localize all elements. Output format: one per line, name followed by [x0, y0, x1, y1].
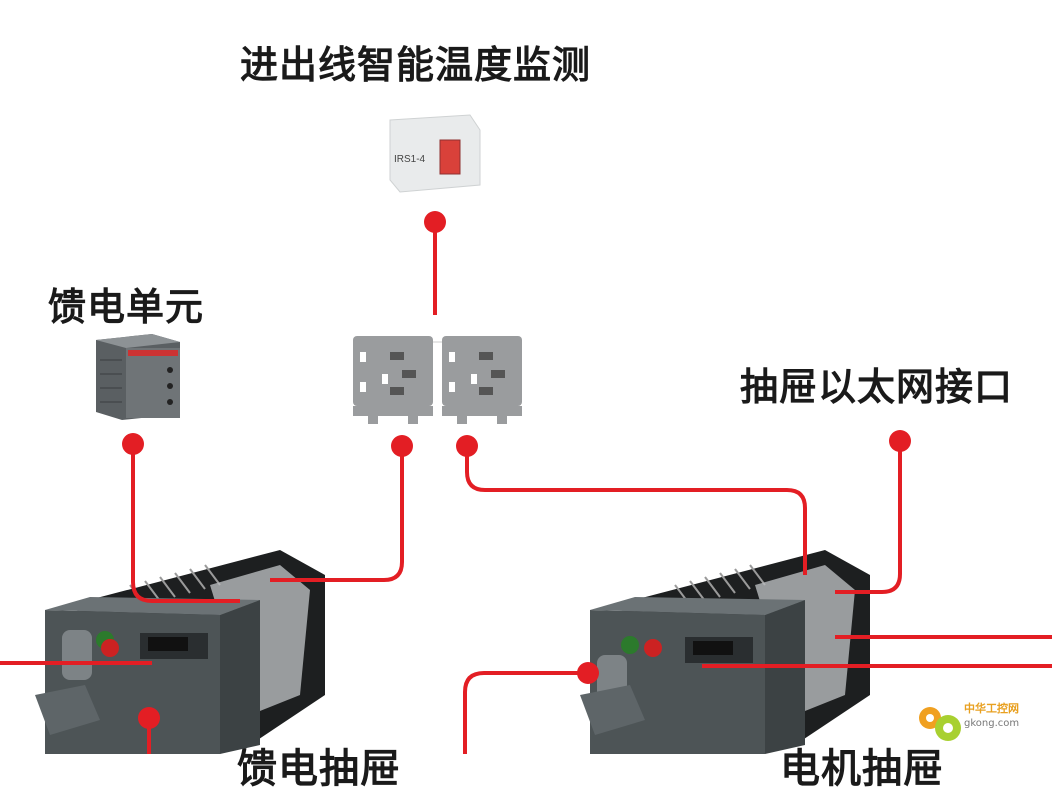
watermark: 中华工控网 gkong.com: [912, 696, 1042, 748]
watermark-cn: 中华工控网: [964, 702, 1019, 715]
motor-drawer-image: [580, 550, 870, 754]
module-right: [442, 336, 522, 424]
feeder-unit-image: [96, 334, 180, 420]
temperature-sensor-image: IRS1-4: [389, 114, 481, 193]
dot-feeder-drawer: [138, 707, 160, 729]
connection-lines: [0, 211, 1052, 754]
dot-ethernet: [889, 430, 911, 452]
sensor-model-text: IRS1-4: [394, 154, 426, 165]
line-feeder-unit: [131, 444, 240, 603]
line-module-left: [270, 446, 404, 582]
dot-feeder-unit: [122, 433, 144, 455]
label-drawer-ethernet: 抽屉以太网接口: [740, 365, 1014, 409]
gear-logo-icon: [919, 707, 961, 741]
dot-module-right: [456, 435, 478, 457]
dot-motor-drawer: [577, 662, 599, 684]
line-motor-left: [463, 671, 588, 754]
module-pair-image: [353, 336, 522, 424]
dot-sensor: [424, 211, 446, 233]
label-feeder-unit: 馈电单元: [48, 285, 205, 329]
label-temp-monitor: 进出线智能温度监测: [240, 43, 592, 87]
watermark-en: gkong.com: [964, 718, 1020, 729]
dot-module-left: [391, 435, 413, 457]
module-left: [353, 336, 433, 424]
line-module-right: [465, 446, 807, 575]
line-ethernet: [835, 441, 902, 594]
